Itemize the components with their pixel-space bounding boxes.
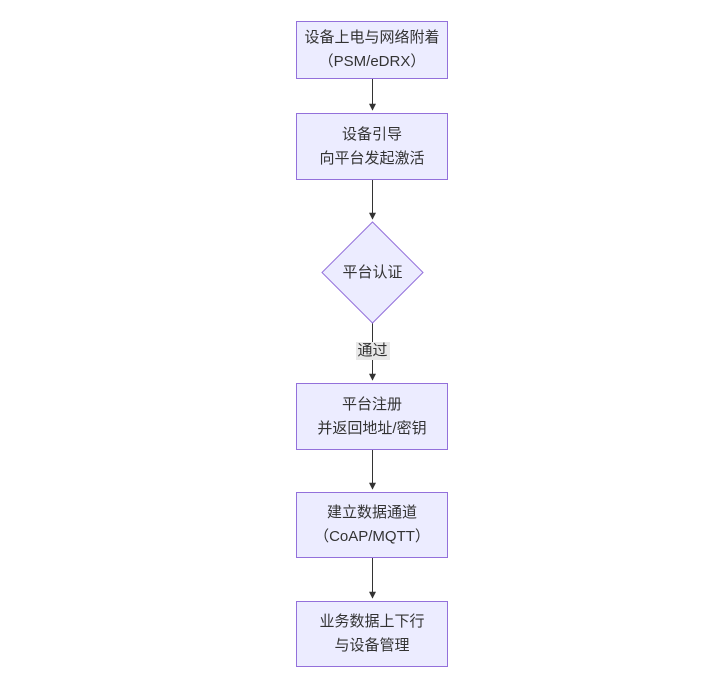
node-label-line: 与设备管理 xyxy=(334,637,410,654)
node-label-line: 平台注册 xyxy=(341,395,402,413)
decision-platform-auth-label: 平台认证 xyxy=(342,263,403,281)
node-label-line: 设备引导 xyxy=(341,125,402,143)
node-label-line: 建立数据通道 xyxy=(326,504,417,521)
node-label-line: （PSM/eDRX） xyxy=(318,53,426,70)
node-label-line: 并返回地址/密钥 xyxy=(317,419,427,437)
edge-label-pass: 通过 xyxy=(355,342,390,360)
node-device-bootstrap: 设备引导 向平台发起激活 xyxy=(296,113,448,180)
node-label-line: 向平台发起激活 xyxy=(319,149,425,167)
node-data-channel: 建立数据通道 （CoAP/MQTT） xyxy=(296,492,448,558)
node-label-line: （CoAP/MQTT） xyxy=(314,528,430,545)
node-power-on-attach: 设备上电与网络附着 （PSM/eDRX） xyxy=(296,21,448,79)
decision-diamond-shape xyxy=(321,221,424,324)
node-label-line: 设备上电与网络附着 xyxy=(304,29,440,46)
node-business-data: 业务数据上下行 与设备管理 xyxy=(296,601,448,667)
node-platform-register: 平台注册 并返回地址/密钥 xyxy=(296,383,448,450)
node-label-line: 业务数据上下行 xyxy=(319,613,425,630)
